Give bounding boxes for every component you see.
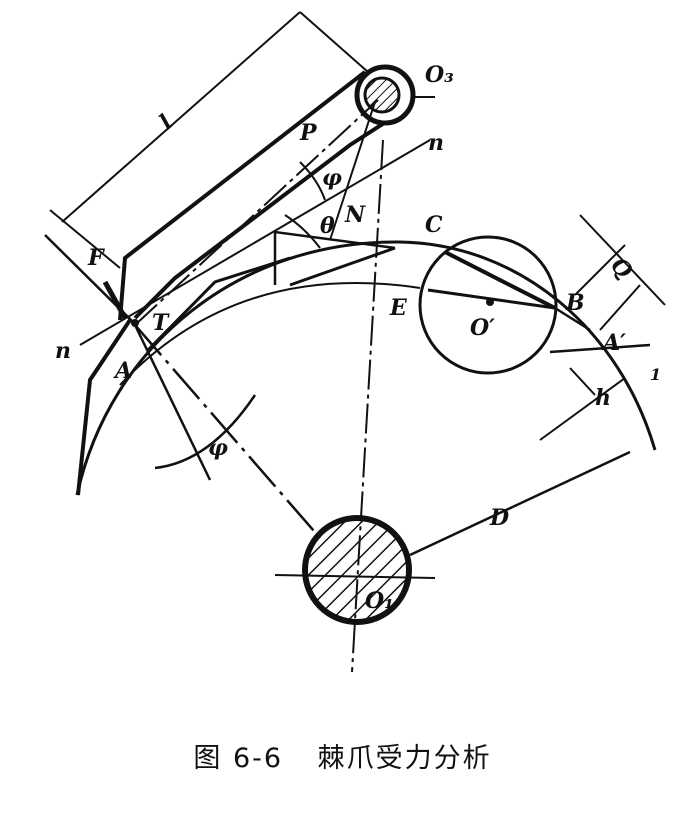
- angle-phi-bottom-arc: [154, 394, 257, 470]
- point-o-prime: [486, 298, 494, 306]
- label-phi-top: φ: [322, 165, 342, 191]
- dim-h-ext: [569, 367, 596, 396]
- dim-q-tick-2: [599, 284, 641, 331]
- figure-caption: 图 6-6 棘爪受力分析: [0, 736, 685, 775]
- dim-l-line: [61, 11, 301, 223]
- label-o3: O₃: [425, 62, 454, 88]
- line-o3-n: [329, 101, 376, 241]
- label-n-top: n: [428, 130, 444, 156]
- label-small-one: 1: [650, 365, 661, 384]
- line-o1-a: [134, 324, 321, 539]
- dim-l-ext-bottom: [49, 209, 121, 269]
- shaft-o1: [302, 515, 412, 625]
- label-a: A: [113, 358, 132, 384]
- line-a-prime-ext: [549, 343, 651, 354]
- line-a-extension: [133, 324, 212, 481]
- pawl-arm-outer: [118, 70, 367, 321]
- ratchet-tooth-2: [273, 230, 396, 285]
- line-c-b: [444, 250, 556, 310]
- circle-o-prime: [418, 235, 558, 375]
- label-q: Q: [605, 252, 637, 284]
- label-d: D: [489, 505, 509, 531]
- label-e: E: [389, 295, 408, 321]
- label-c: C: [425, 212, 443, 238]
- shaft-o1-hline: [274, 574, 436, 579]
- dim-q-line: [579, 214, 666, 306]
- dim-d-line: [409, 450, 631, 557]
- label-b: B: [565, 290, 585, 316]
- label-theta: θ: [320, 213, 335, 239]
- ratchet-wheel-arc: [75, 240, 657, 496]
- force-f-head: [102, 280, 128, 320]
- pawl-tip: [76, 318, 132, 496]
- label-phi-bottom: φ: [208, 435, 228, 461]
- label-o1: O₁: [365, 588, 394, 614]
- label-a-prime: A′: [601, 330, 626, 356]
- dim-l-ext-top: [299, 11, 369, 73]
- point-a: [131, 319, 139, 327]
- pawl-axis-o3-a: [134, 99, 379, 326]
- label-t: T: [152, 310, 170, 336]
- dim-h-line: [539, 377, 626, 441]
- angle-theta-arc: [284, 214, 321, 249]
- label-p: P: [299, 120, 318, 146]
- caption-title: 棘爪受力分析: [317, 743, 492, 774]
- label-h: h: [595, 385, 611, 411]
- pawl-arm-inner: [133, 116, 394, 320]
- label-n-left: n: [55, 338, 71, 364]
- dim-q-tick-1: [574, 244, 626, 296]
- normal-line-n-n: [79, 139, 431, 346]
- angle-phi-top-arc: [299, 161, 326, 201]
- caption-figure-number: 图 6-6: [193, 743, 284, 774]
- ratchet-tooth-edge: [289, 246, 396, 287]
- label-f: F: [87, 245, 105, 271]
- label-o-prime: O′: [470, 315, 495, 341]
- ratchet-tooth: [146, 256, 291, 352]
- label-n-upper: N: [344, 202, 366, 228]
- line-b-a-prime: [554, 306, 591, 332]
- center-line-vertical: [351, 139, 384, 673]
